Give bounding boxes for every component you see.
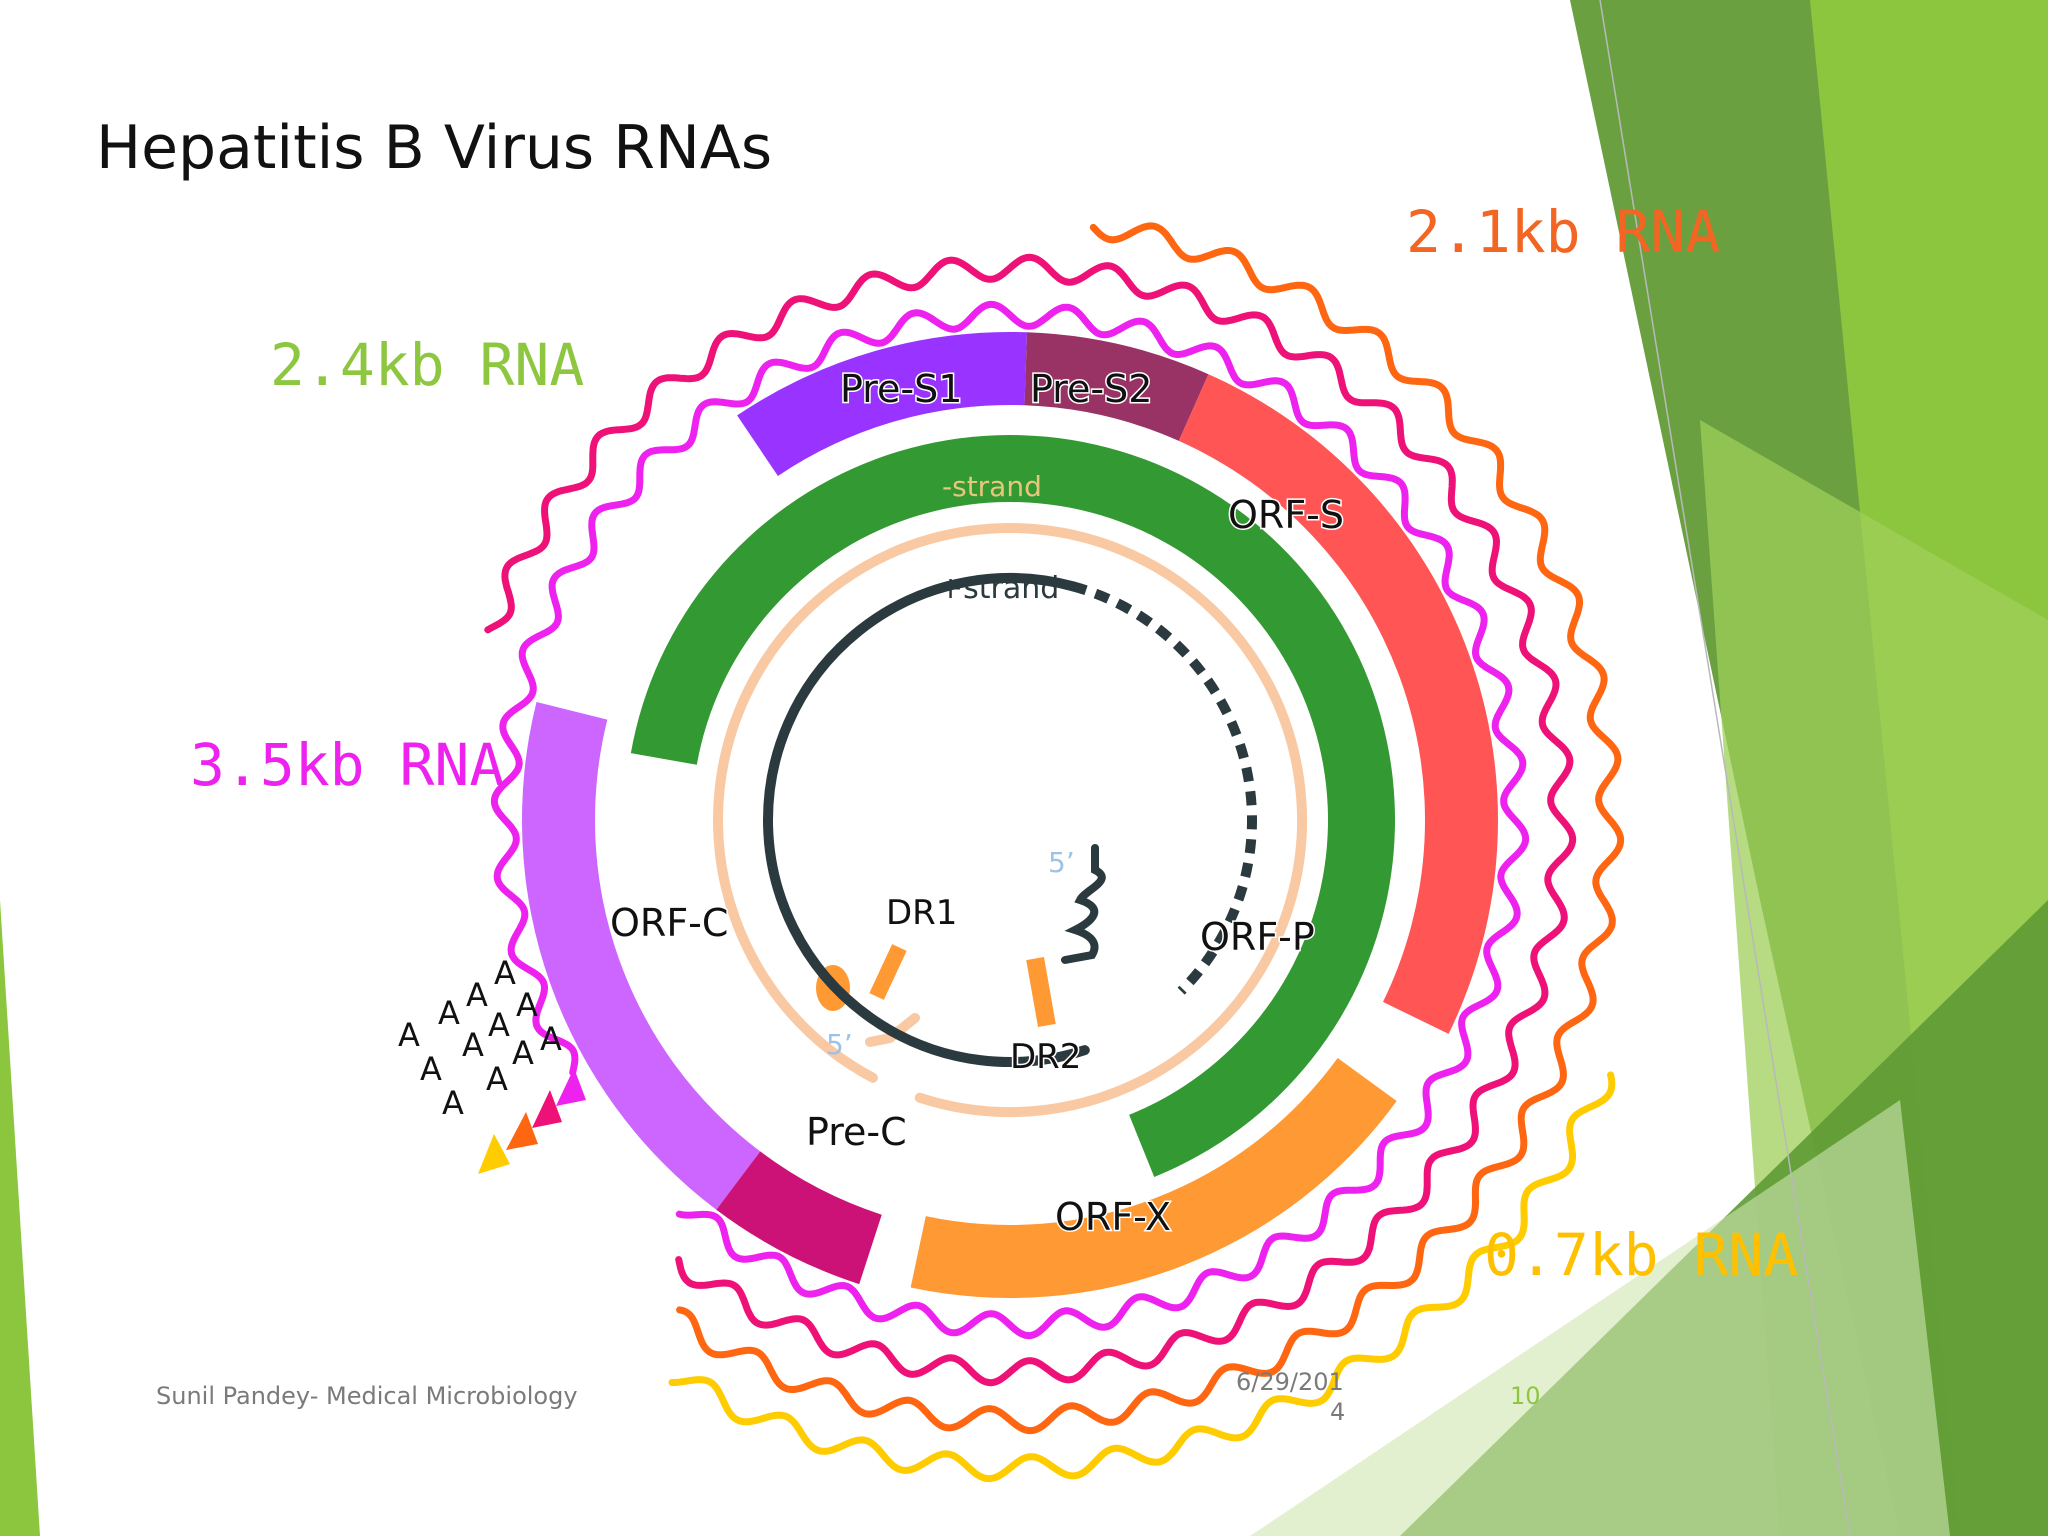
orf-p-label: ORF-P <box>1200 915 1315 959</box>
rna-2-4kb-label: 2.4kb RNA <box>270 331 584 399</box>
five-prime-top-label: 5’ <box>1048 846 1075 879</box>
plus-strand-label: +strand <box>938 571 1059 606</box>
plus-strand-rna-primer <box>1061 844 1106 964</box>
footer-date-line1: 6/29/201 <box>1236 1368 1344 1396</box>
footer-date-line2: 4 <box>1330 1398 1345 1426</box>
orf-labels: Pre-S1 Pre-S2 ORF-S ORF-P ORF-C Pre-C OR… <box>609 366 1346 1241</box>
dr2-box <box>1026 956 1056 1028</box>
poly-a-letter: A <box>442 1084 464 1122</box>
pre-s1-label: Pre-S1 <box>840 367 962 411</box>
poly-a-letter: A <box>540 1020 562 1058</box>
orf-x-label: ORF-X <box>1055 1195 1171 1239</box>
poly-a-letter: A <box>420 1050 442 1088</box>
rna-2-4kb-arrowhead <box>532 1090 562 1128</box>
rna-waves <box>484 222 1625 1483</box>
rna-2-1kb-arrowhead <box>506 1112 538 1150</box>
rna-0-7kb-arrowhead <box>478 1134 510 1174</box>
deco-line <box>1599 0 1851 1536</box>
orf-c-label: ORF-C <box>610 901 728 945</box>
plus-strand-gap-dashed <box>1071 581 1257 995</box>
pre-s1-segment <box>737 331 1028 476</box>
orf-s-label: ORF-S <box>1228 493 1344 537</box>
dr1-label: DR1 <box>886 893 957 933</box>
rna-arrowheads <box>478 1068 586 1174</box>
orf-s-segment <box>1178 374 1498 1034</box>
poly-a-letter: A <box>512 1034 534 1072</box>
rna-0-7kb-label: 0.7kb RNA <box>1484 1221 1798 1289</box>
poly-a-letter: A <box>466 976 488 1014</box>
footer-author: Sunil Pandey- Medical Microbiology <box>156 1382 578 1410</box>
minus-strand-label: -strand <box>942 470 1042 503</box>
dr1-box <box>869 944 907 1000</box>
green-panel-left <box>0 900 40 1536</box>
rna-0-7kb-wave <box>668 1071 1616 1483</box>
poly-a-letter: A <box>486 1060 508 1098</box>
plus-strand-solid <box>763 573 1090 1067</box>
poly-a-letter: A <box>516 986 538 1024</box>
poly-a-letter: A <box>398 1016 420 1054</box>
orf-x-segment <box>910 1058 1397 1298</box>
poly-a-letter: A <box>438 994 460 1032</box>
orf-ring <box>522 331 1498 1298</box>
pre-s2-label: Pre-S2 <box>1030 367 1152 411</box>
poly-a-letter: A <box>462 1026 484 1064</box>
green-panel-bottom-faint <box>1250 1100 1950 1536</box>
orf-c-segment <box>522 701 761 1210</box>
rna-3-5kb-label: 3.5kb RNA <box>190 731 504 799</box>
minus-strand-tail <box>865 1013 920 1047</box>
poly-a-letter: A <box>488 1006 510 1044</box>
pre-s2-segment <box>1024 332 1209 441</box>
poly-a-tails: A A A A A A A A A A A A <box>398 954 562 1122</box>
five-prime-bottom-label: 5’ <box>826 1028 853 1061</box>
rna-2-1kb-wave <box>676 222 1625 1435</box>
dna-strands <box>713 523 1308 1117</box>
pre-c-segment <box>716 1151 882 1285</box>
slide-title: Hepatitis B Virus RNAs <box>96 113 772 183</box>
rna-2-4kb-wave <box>484 253 1577 1387</box>
rna-2-1kb-label: 2.1kb RNA <box>1406 198 1720 266</box>
slide-number: 10 <box>1510 1382 1541 1410</box>
rna-3-5kb-arrowhead <box>556 1068 586 1106</box>
poly-a-letter: A <box>494 954 516 992</box>
minus-strand <box>713 523 1308 1117</box>
pre-c-label: Pre-C <box>806 1110 907 1154</box>
dr2-label: DR2 <box>1010 1037 1081 1077</box>
rna-3-5kb-wave <box>490 300 1530 1340</box>
